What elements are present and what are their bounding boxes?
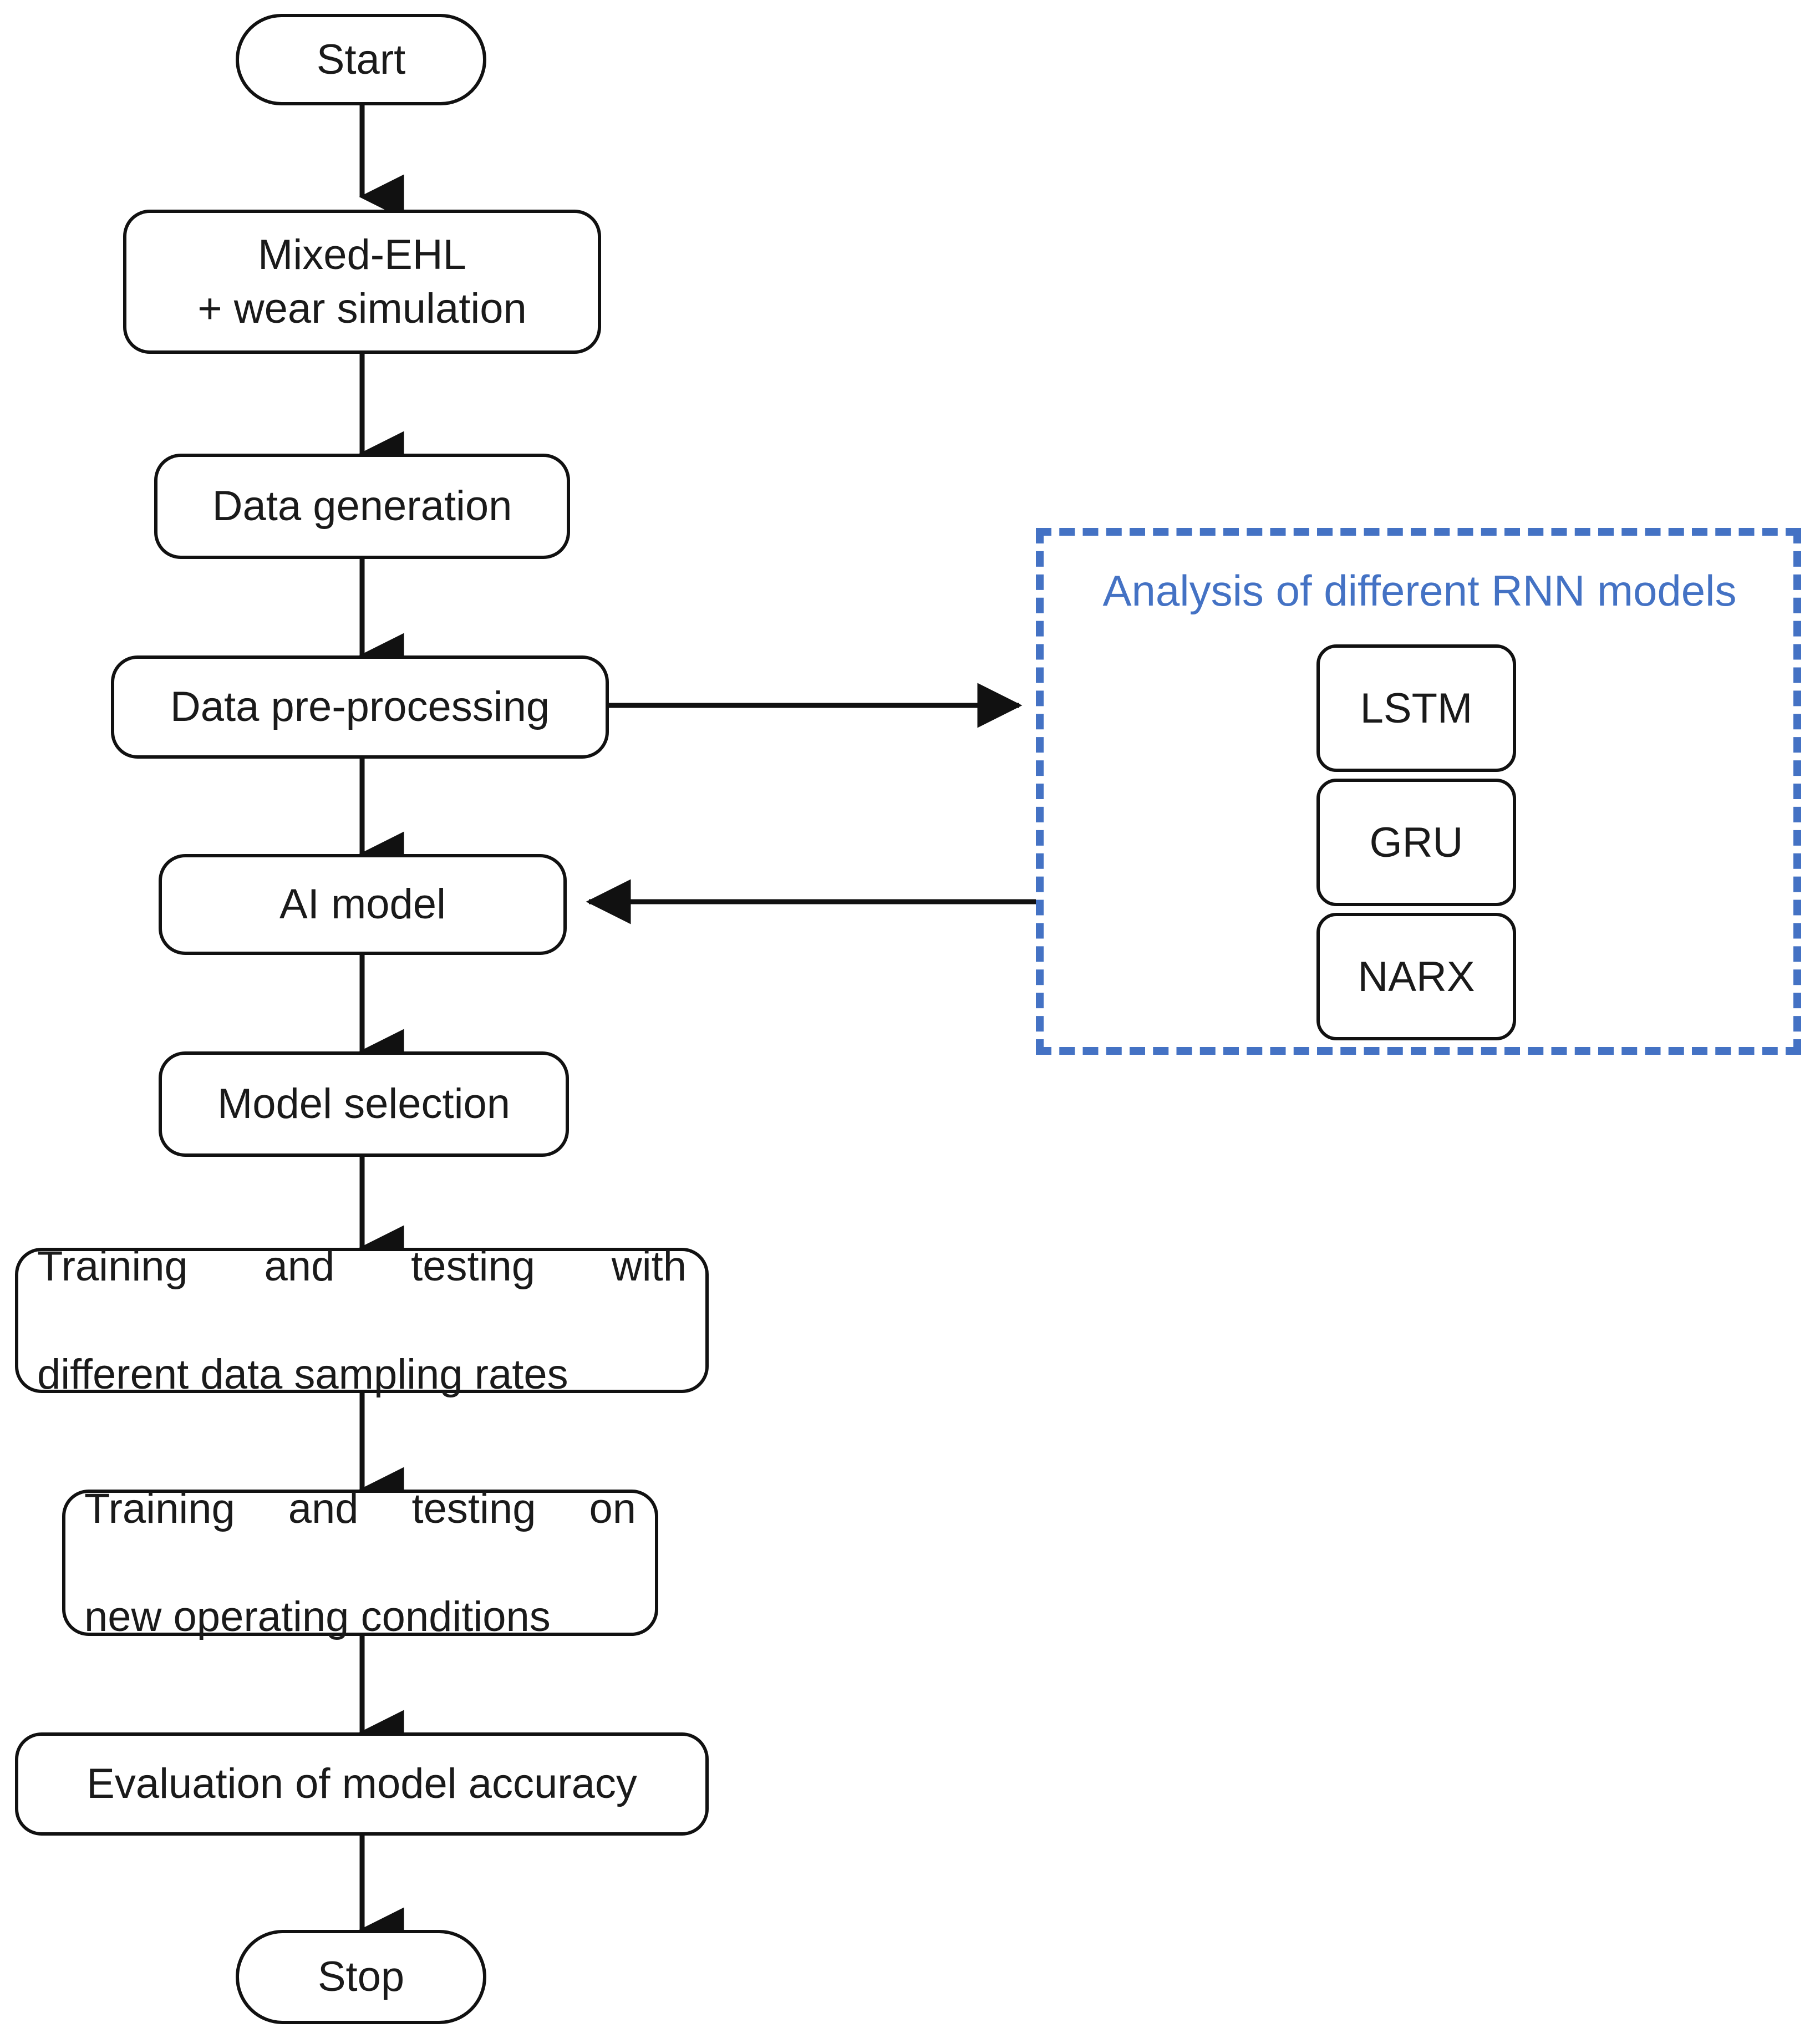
node-training-newops-line2: new operating conditions [84,1593,551,1640]
node-training-sampling-line2: different data sampling rates [37,1350,568,1398]
node-model-selection[interactable]: Model selection [159,1051,569,1157]
node-mixed-ehl[interactable]: Mixed-EHL + wear simulation [123,210,601,354]
node-evaluation[interactable]: Evaluation of model accuracy [15,1732,709,1836]
rnn-analysis-group-title: Analysis of different RNN models [1102,566,1737,615]
model-box-lstm-label: LSTM [1360,684,1473,732]
model-box-gru[interactable]: GRU [1316,779,1516,906]
model-box-narx-label: NARX [1358,953,1475,1000]
node-training-sampling[interactable]: Training and testing with different data… [15,1243,709,1398]
model-box-lstm[interactable]: LSTM [1316,644,1516,772]
node-training-newops-line1: Training and testing on [84,1485,636,1533]
node-model-selection-label: Model selection [217,1080,511,1128]
node-data-generation[interactable]: Data generation [154,454,570,559]
node-mixed-ehl-label: Mixed-EHL + wear simulation [197,231,527,332]
node-data-generation-label: Data generation [212,482,512,530]
node-evaluation-label: Evaluation of model accuracy [87,1760,637,1808]
rnn-analysis-group-panel [1036,528,1801,1055]
model-box-narx[interactable]: NARX [1316,913,1516,1040]
node-start[interactable]: Start [236,14,486,105]
node-data-preprocessing-label: Data pre-processing [170,683,550,731]
node-training-sampling-label: Training and testing with different data… [18,1186,705,1455]
node-stop-label: Stop [317,1953,405,2001]
node-training-newops-label: Training and testing on new operating co… [65,1428,655,1698]
node-start-label: Start [316,35,406,83]
node-ai-model[interactable]: AI model [159,854,567,955]
model-box-gru-label: GRU [1369,819,1463,866]
node-training-newops[interactable]: Training and testing on new operating co… [62,1485,658,1640]
node-stop[interactable]: Stop [236,1930,486,2024]
node-training-sampling-line1: Training and testing with [37,1243,687,1290]
node-data-preprocessing[interactable]: Data pre-processing [111,655,609,759]
node-ai-model-label: AI model [279,881,446,928]
